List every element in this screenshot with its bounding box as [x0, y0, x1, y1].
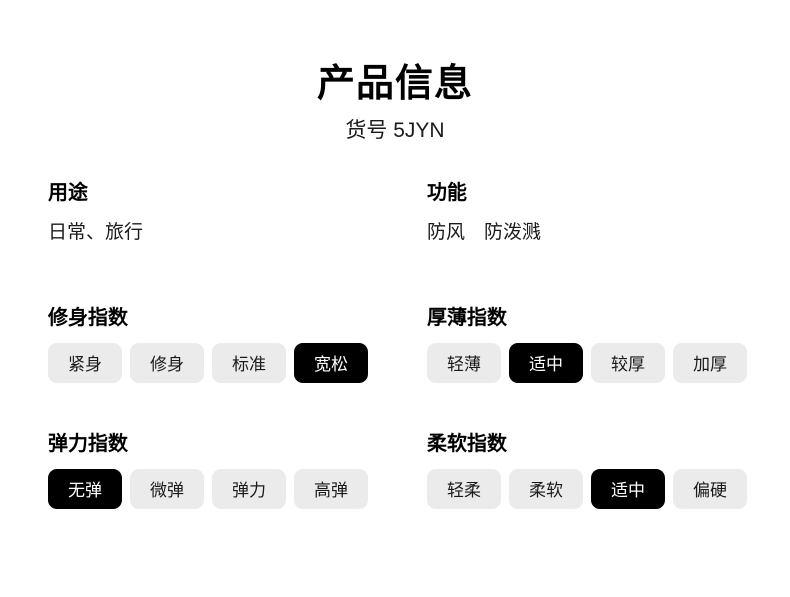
- chip-softness-0[interactable]: 轻柔: [427, 468, 501, 509]
- page-title: 产品信息: [316, 63, 473, 105]
- section-thickness-index: 厚薄指数 轻薄 适中 较厚 加厚: [427, 306, 747, 432]
- section-usage-heading: 用途: [48, 181, 88, 204]
- section-fit-index-heading: 修身指数: [48, 306, 128, 329]
- section-usage-value: 日常、旅行: [48, 221, 144, 243]
- section-elasticity-index: 弹力指数 无弹 微弹 弹力 高弹: [48, 432, 427, 558]
- chip-elasticity-3[interactable]: 高弹: [294, 468, 368, 509]
- chip-fit-1[interactable]: 修身: [130, 342, 204, 383]
- sections-grid: 用途 日常、旅行 功能 防风 防泼溅 修身指数 紧身 修身 标准 宽松 厚薄指数…: [0, 181, 790, 558]
- chip-thickness-2[interactable]: 较厚: [591, 342, 665, 383]
- chip-softness-2[interactable]: 适中: [591, 468, 665, 509]
- section-usage: 用途 日常、旅行: [48, 181, 427, 306]
- chip-fit-0[interactable]: 紧身: [48, 342, 122, 383]
- chip-thickness-0[interactable]: 轻薄: [427, 342, 501, 383]
- chip-elasticity-0[interactable]: 无弹: [48, 468, 122, 509]
- section-function-heading: 功能: [427, 181, 467, 204]
- chip-thickness-1[interactable]: 适中: [509, 342, 583, 383]
- chip-softness-1[interactable]: 柔软: [509, 468, 583, 509]
- section-softness-index-heading: 柔软指数: [427, 432, 507, 455]
- chip-fit-3[interactable]: 宽松: [294, 342, 368, 383]
- section-softness-index: 柔软指数 轻柔 柔软 适中 偏硬: [427, 432, 747, 558]
- section-elasticity-index-heading: 弹力指数: [48, 432, 128, 455]
- chip-thickness-3[interactable]: 加厚: [673, 342, 747, 383]
- page-header: 产品信息 货号 5JYN: [0, 0, 790, 143]
- section-thickness-index-heading: 厚薄指数: [427, 306, 507, 329]
- elasticity-index-chip-row: 无弹 微弹 弹力 高弹: [48, 468, 427, 509]
- chip-elasticity-1[interactable]: 微弹: [130, 468, 204, 509]
- chip-fit-2[interactable]: 标准: [212, 342, 286, 383]
- section-function-value: 防风 防泼溅: [427, 221, 542, 243]
- section-function: 功能 防风 防泼溅: [427, 181, 747, 306]
- chip-elasticity-2[interactable]: 弹力: [212, 468, 286, 509]
- softness-index-chip-row: 轻柔 柔软 适中 偏硬: [427, 468, 747, 509]
- product-code-subtitle: 货号 5JYN: [345, 118, 445, 142]
- chip-softness-3[interactable]: 偏硬: [673, 468, 747, 509]
- section-fit-index: 修身指数 紧身 修身 标准 宽松: [48, 306, 427, 432]
- thickness-index-chip-row: 轻薄 适中 较厚 加厚: [427, 342, 747, 383]
- fit-index-chip-row: 紧身 修身 标准 宽松: [48, 342, 427, 383]
